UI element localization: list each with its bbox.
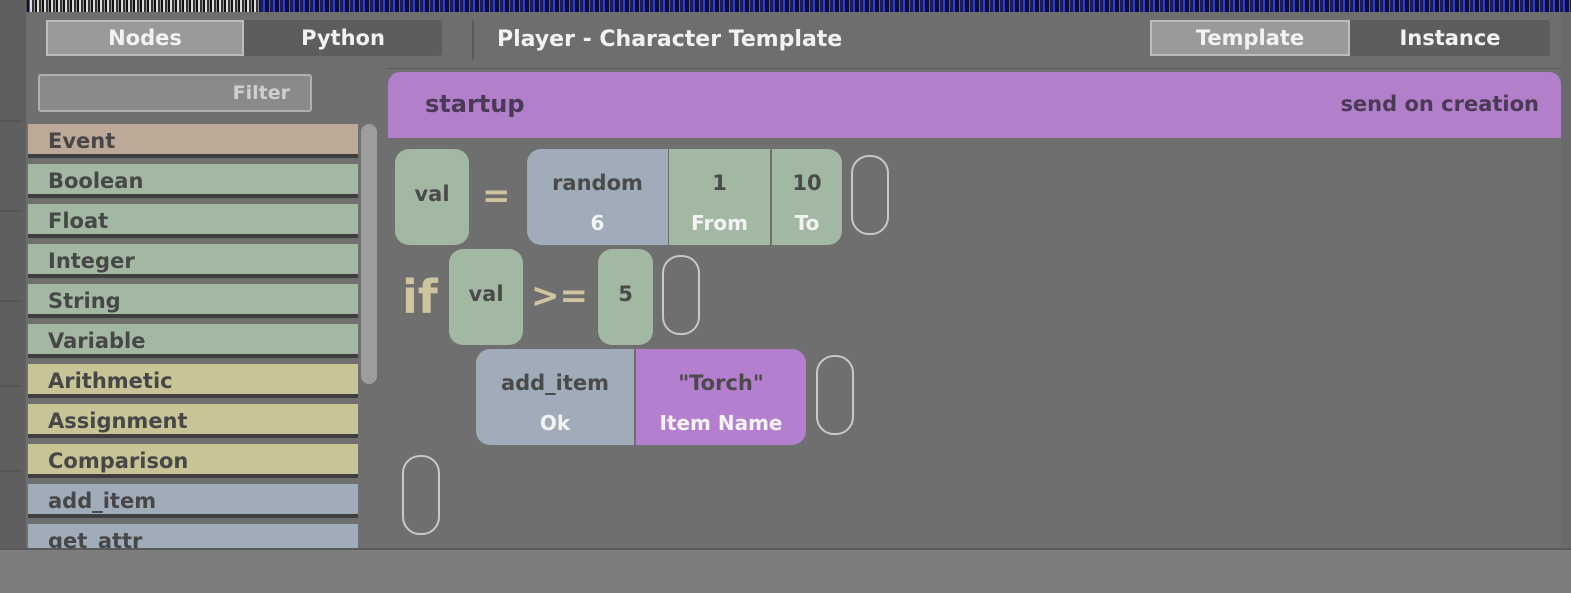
palette-item-get-attr[interactable]: get_attr <box>28 524 358 548</box>
condition-variable-label: val <box>468 282 504 306</box>
item-name-value: "Torch" <box>678 371 764 395</box>
palette-item-float[interactable]: Float <box>28 204 358 238</box>
right-edge <box>1561 12 1571 548</box>
filter-input[interactable]: Filter <box>38 74 312 112</box>
item-name-param[interactable]: "Torch" Item Name <box>636 349 806 445</box>
tab-nodes[interactable]: Nodes <box>46 20 244 56</box>
tab-python[interactable]: Python <box>301 26 385 50</box>
palette-item-event[interactable]: Event <box>28 124 358 158</box>
left-edge-panel <box>0 0 27 548</box>
random-from-value: 1 <box>712 171 727 195</box>
add-item-function-name: add_item <box>500 371 610 395</box>
event-name: startup <box>425 90 525 118</box>
event-subtitle: send on creation <box>1340 92 1539 116</box>
random-to-value: 10 <box>792 171 822 195</box>
empty-slot[interactable] <box>851 155 889 235</box>
comparison-operator: >= <box>531 276 588 316</box>
palette-item-comparison[interactable]: Comparison <box>28 444 358 478</box>
condition-value-block[interactable]: 5 <box>598 249 653 345</box>
random-from-param[interactable]: 1 From <box>669 149 770 245</box>
palette-item-add-item[interactable]: add_item <box>28 484 358 518</box>
event-header[interactable]: startup send on creation <box>388 72 1561 138</box>
random-function-block[interactable]: random 6 <box>527 149 668 245</box>
palette-scrollbar[interactable] <box>361 124 377 384</box>
add-item-result: Ok <box>539 411 571 435</box>
random-to-param[interactable]: 10 To <box>772 149 842 245</box>
noise-texture <box>30 0 260 12</box>
tab-template[interactable]: Template <box>1150 20 1350 56</box>
header-divider <box>472 20 474 60</box>
node-palette: Filter Event Boolean Float Integer Strin… <box>26 68 386 548</box>
top-strip <box>0 0 1571 12</box>
tab-instance[interactable]: Instance <box>1399 26 1501 50</box>
editor-header: Nodes Python Player - Character Template… <box>26 12 1561 69</box>
condition-value-label: 5 <box>618 282 633 306</box>
palette-item-integer[interactable]: Integer <box>28 244 358 278</box>
script-canvas: startup send on creation val = random 6 … <box>388 72 1561 548</box>
item-name-label: Item Name <box>659 411 783 435</box>
empty-slot[interactable] <box>662 255 700 335</box>
if-keyword: if <box>402 270 438 324</box>
empty-slot[interactable] <box>402 455 440 535</box>
assign-variable-block[interactable]: val <box>395 149 469 245</box>
palette-item-arithmetic[interactable]: Arithmetic <box>28 364 358 398</box>
assign-variable-label: val <box>414 182 450 206</box>
palette-item-string[interactable]: String <box>28 284 358 318</box>
page-title: Player - Character Template <box>497 27 843 52</box>
random-from-label: From <box>691 211 748 235</box>
condition-variable-block[interactable]: val <box>449 249 523 345</box>
assign-operator: = <box>482 176 511 216</box>
mode-toggle: Nodes Python <box>46 20 442 56</box>
palette-item-boolean[interactable]: Boolean <box>28 164 358 198</box>
palette-item-assignment[interactable]: Assignment <box>28 404 358 438</box>
view-toggle: Template Instance <box>1150 20 1550 56</box>
empty-slot[interactable] <box>816 355 854 435</box>
add-item-function-block[interactable]: add_item Ok <box>476 349 634 445</box>
random-function-result: 6 <box>590 211 605 235</box>
random-function-name: random <box>552 171 643 195</box>
bottom-bar <box>0 548 1571 593</box>
palette-item-variable[interactable]: Variable <box>28 324 358 358</box>
random-to-label: To <box>794 211 820 235</box>
